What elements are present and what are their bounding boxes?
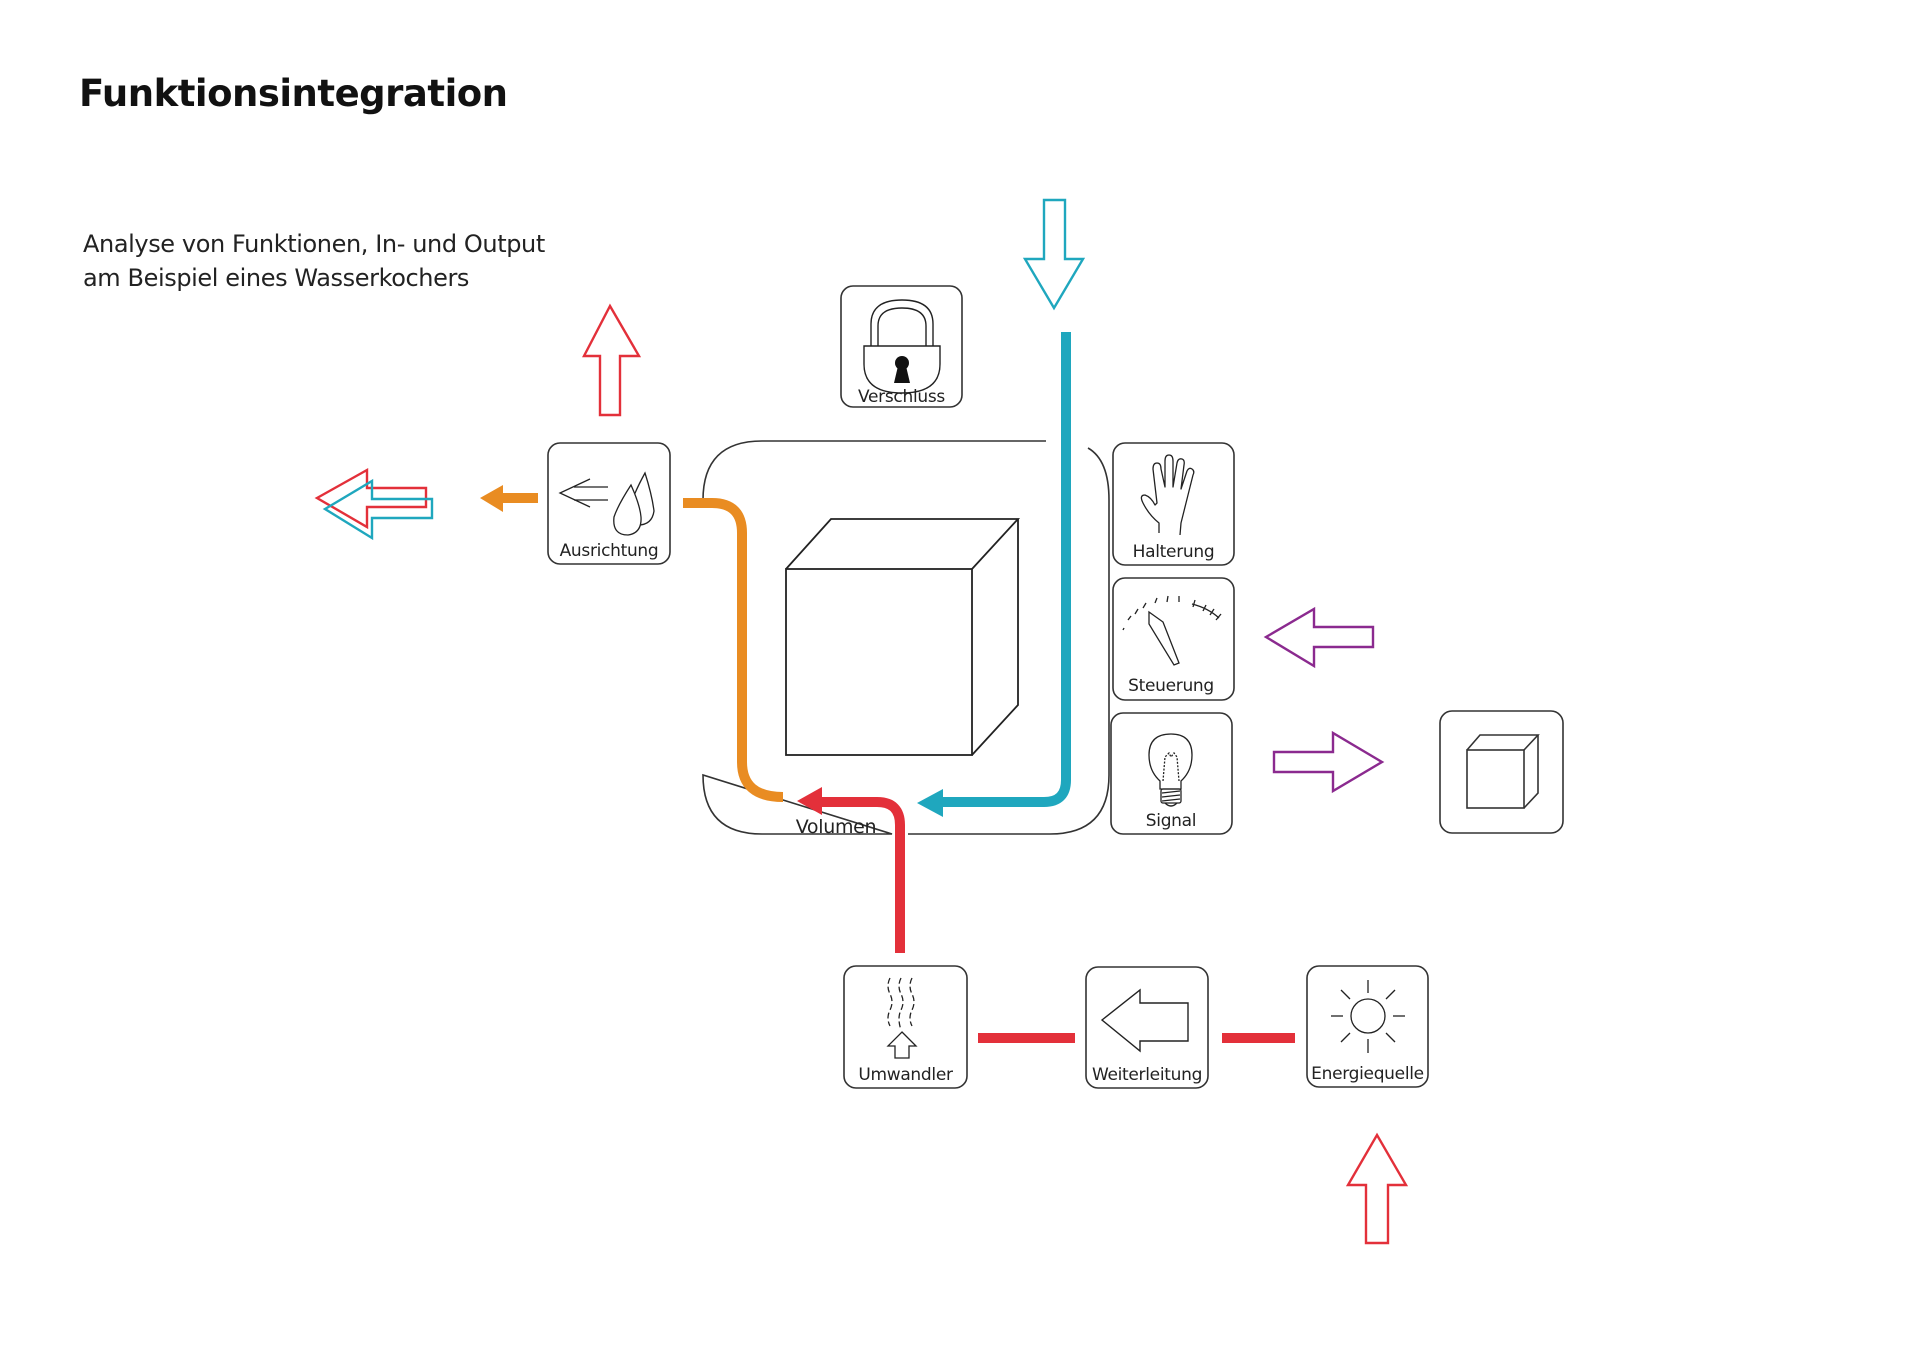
pour-drops-icon	[558, 471, 655, 536]
function-box-output[interactable]	[1439, 710, 1564, 834]
volume-label: Volumen	[796, 816, 877, 838]
water-exit-hollow-arrow	[322, 478, 434, 541]
heat-up-hollow-arrow	[582, 303, 642, 417]
water-in-hollow-arrow	[1022, 198, 1086, 311]
subtitle-line-1: Analyse von Funktionen, In- und Output	[83, 230, 545, 258]
signal-out-hollow-arrow	[1272, 730, 1385, 794]
steam-out-flow	[480, 485, 784, 802]
function-box-halterung[interactable]: Halterung	[1112, 442, 1235, 566]
heat-exit-hollow-arrow	[314, 467, 428, 530]
function-box-steuerung[interactable]: Steuerung	[1112, 577, 1235, 701]
water-in-flow	[917, 198, 1086, 817]
halterung-label: Halterung	[1133, 542, 1215, 562]
function-box-ausrichtung[interactable]: Ausrichtung	[547, 442, 671, 565]
page-title: Funktionsintegration	[79, 72, 508, 115]
function-box-umwandler[interactable]: Umwandler	[843, 965, 968, 1089]
lightbulb-icon	[1148, 733, 1193, 807]
volume-container[interactable]: Volumen	[702, 440, 1110, 838]
function-box-signal[interactable]: Signal	[1110, 712, 1233, 835]
energy-in-hollow-arrow	[1345, 1132, 1409, 1245]
gauge-icon	[1122, 595, 1222, 666]
function-box-weiterleitung[interactable]: Weiterleitung	[1085, 966, 1209, 1089]
function-box-energiequelle[interactable]: Energiequelle	[1306, 965, 1429, 1088]
sun-icon	[1331, 980, 1405, 1053]
steuerung-label: Steuerung	[1128, 676, 1214, 696]
energy-link-bar-1	[978, 1033, 1075, 1043]
heat-in-path	[818, 797, 905, 953]
padlock-icon	[863, 299, 941, 394]
steam-exit-double-arrow	[314, 467, 434, 541]
heat-in-flow	[797, 787, 905, 953]
heat-in-arrowhead	[797, 787, 822, 815]
ausrichtung-label: Ausrichtung	[560, 541, 659, 561]
subtitle-line-2: am Beispiel eines Wasserkochers	[83, 264, 470, 292]
water-in-arrowhead	[917, 789, 943, 817]
energy-link-bar-2	[1222, 1033, 1295, 1043]
umwandler-label: Umwandler	[858, 1065, 953, 1085]
energiequelle-label: Energiequelle	[1311, 1064, 1424, 1084]
weiterleitung-label: Weiterleitung	[1092, 1065, 1202, 1085]
control-in-hollow-arrow	[1263, 606, 1375, 669]
hand-icon	[1140, 454, 1195, 536]
cube-icon	[1466, 734, 1540, 809]
steam-out-path	[683, 498, 784, 802]
cube-icon	[785, 518, 1021, 756]
signal-label: Signal	[1146, 811, 1196, 831]
steam-out-small-arrow	[480, 485, 538, 512]
volume-container-border	[702, 440, 1110, 835]
water-in-path	[940, 332, 1071, 807]
heat-conversion-icon	[886, 977, 918, 1059]
function-box-verschluss[interactable]: Verschluss	[840, 285, 963, 408]
verschluss-label: Verschluss	[858, 387, 945, 407]
forward-arrow-icon	[1100, 988, 1189, 1053]
